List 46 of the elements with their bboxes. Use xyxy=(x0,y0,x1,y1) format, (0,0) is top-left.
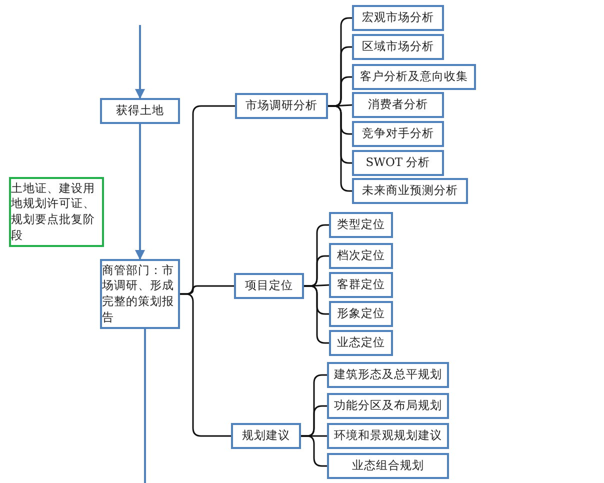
box-text: 土地证、建设用地规划许可证、规划要点批复阶段 xyxy=(11,180,96,244)
box-text: 客群定位 xyxy=(337,277,385,293)
process-box xyxy=(352,121,444,147)
process-box xyxy=(100,98,180,124)
box-text: 竞争对手分析 xyxy=(362,126,434,142)
process-box xyxy=(352,150,444,176)
process-box xyxy=(329,301,393,327)
box-text: 获得土地 xyxy=(116,103,164,119)
process-box xyxy=(329,272,393,298)
box-text: 宏观市场分析 xyxy=(362,10,434,26)
box-text: 档次定位 xyxy=(337,248,385,264)
process-box xyxy=(352,34,444,60)
arrow xyxy=(135,124,145,260)
box-text: 业态定位 xyxy=(337,335,385,351)
box-text: 规划建议 xyxy=(242,428,290,444)
box-text: 环境和景观规划建议 xyxy=(334,428,442,444)
process-box xyxy=(327,362,449,388)
process-box xyxy=(9,177,104,247)
process-box xyxy=(234,273,304,299)
box-text: 区域市场分析 xyxy=(362,39,434,55)
process-box xyxy=(352,178,468,204)
process-box xyxy=(329,330,393,356)
box-text: 市场调研分析 xyxy=(246,98,318,114)
box-text: 形象定位 xyxy=(337,306,385,322)
box-text: 功能分区及布局规划 xyxy=(334,398,442,414)
box-text: SWOT 分析 xyxy=(366,155,430,171)
box-text: 消费者分析 xyxy=(368,97,428,113)
process-box xyxy=(235,93,328,119)
box-text: 业态组合规划 xyxy=(352,458,424,474)
process-box xyxy=(327,423,449,449)
process-box xyxy=(329,212,393,238)
process-box xyxy=(352,92,444,118)
process-box xyxy=(327,453,449,479)
box-text: 客户分析及意向收集 xyxy=(360,69,468,85)
process-box xyxy=(327,393,449,419)
box-text: 未来商业预测分析 xyxy=(362,183,458,199)
process-box xyxy=(352,64,476,90)
box-text: 类型定位 xyxy=(337,217,385,233)
process-box xyxy=(231,423,301,449)
box-text: 商管部门：市场调研、形成完整的策划报告 xyxy=(102,262,175,326)
box-text: 建筑形态及总平规划 xyxy=(334,367,442,383)
box-text: 项目定位 xyxy=(245,278,293,294)
bracket-connector xyxy=(180,293,231,437)
arrow xyxy=(135,25,145,99)
process-box xyxy=(352,5,444,31)
process-box xyxy=(329,243,393,269)
